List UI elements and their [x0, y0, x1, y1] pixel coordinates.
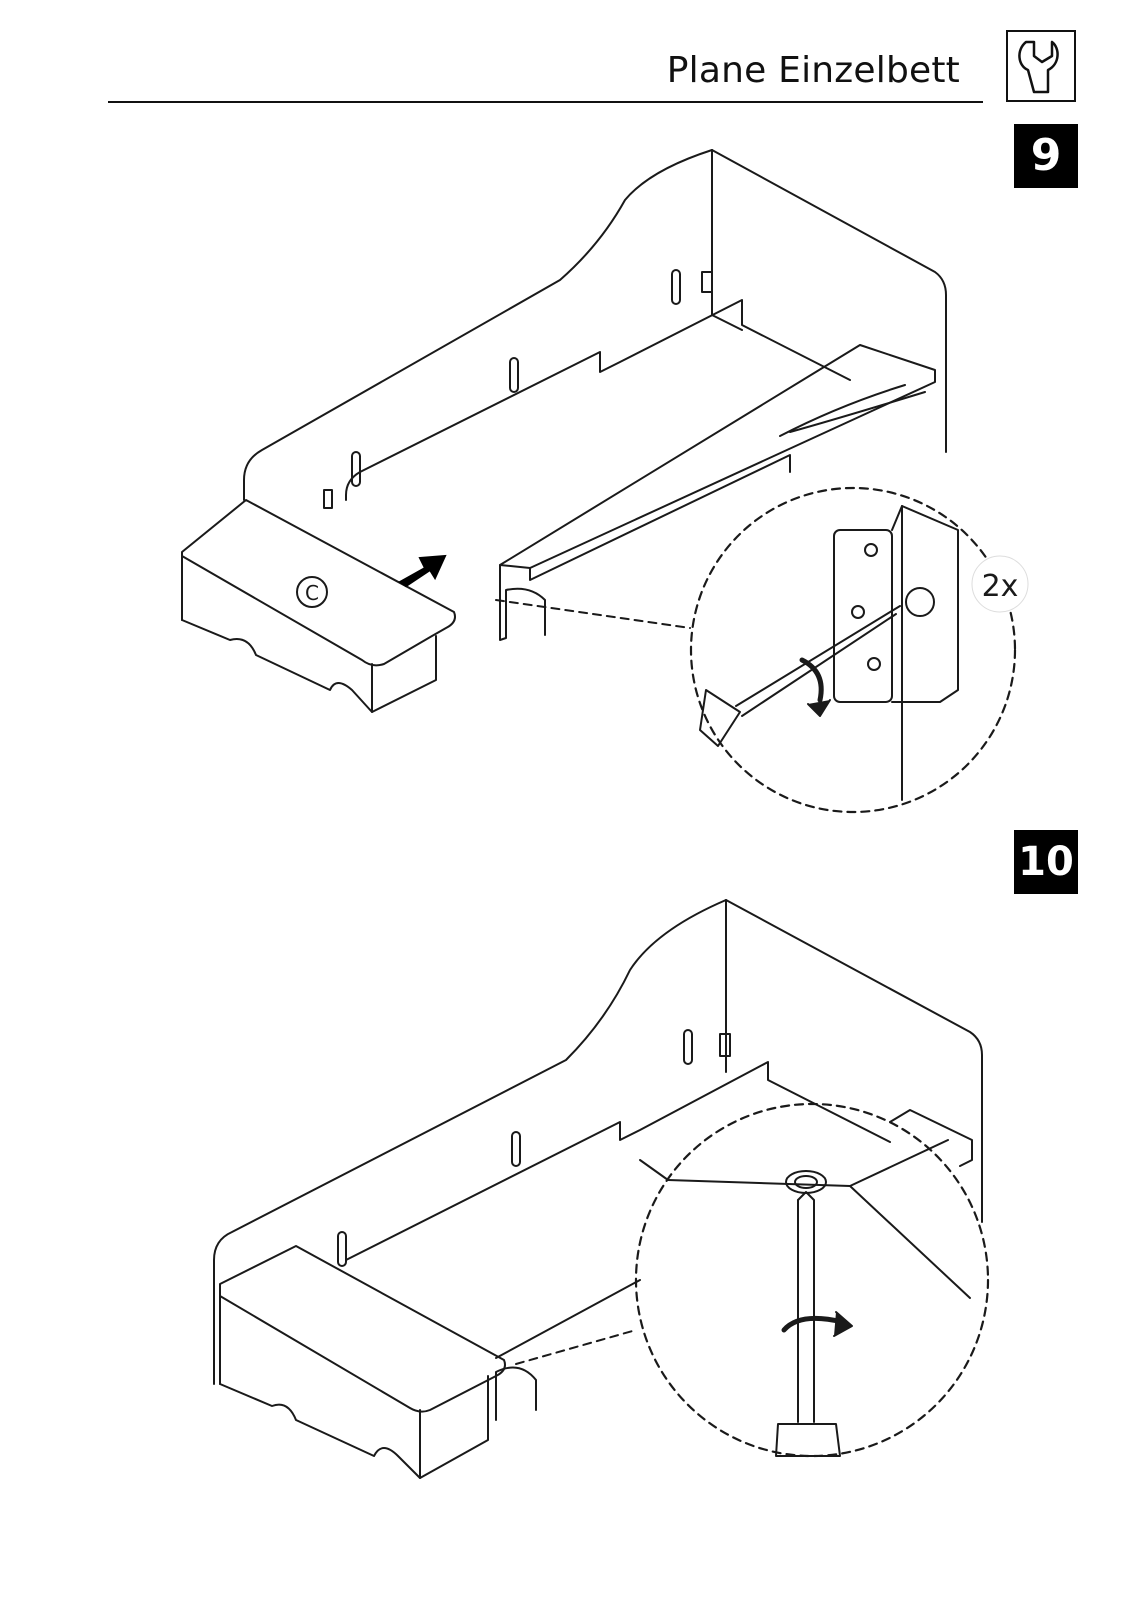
back-side-panel [214, 900, 726, 1384]
footboard-part-c [220, 1246, 505, 1412]
connector-slot [338, 1232, 346, 1266]
connector-slot [684, 1030, 692, 1064]
front-rail [496, 1280, 640, 1358]
screwdriver-icon [798, 1192, 814, 1422]
connector-slot [512, 1132, 520, 1166]
